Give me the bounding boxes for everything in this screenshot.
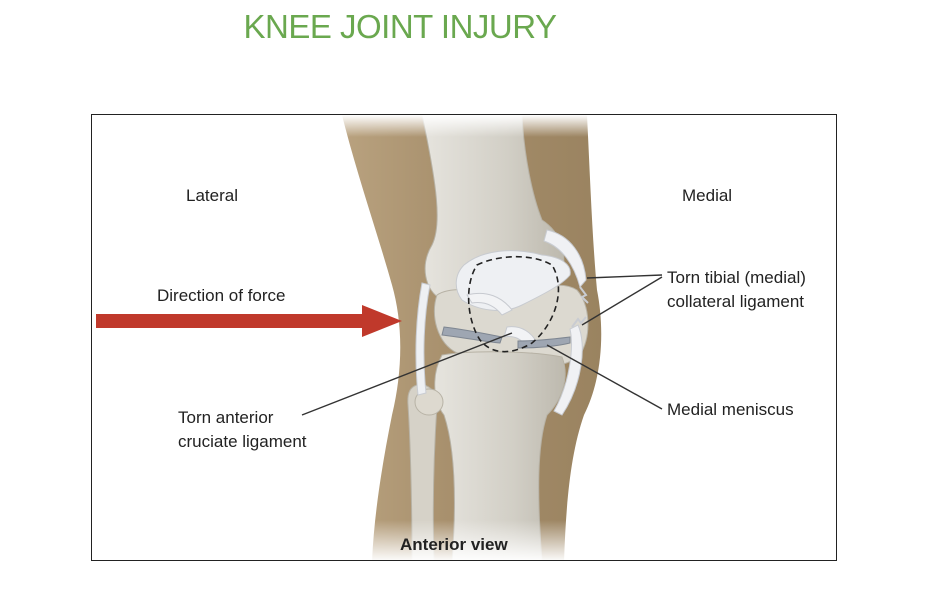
label-medial-meniscus: Medial meniscus [667,400,794,419]
label-torn-anterior-line2: cruciate ligament [178,432,307,451]
page-title: KNEE JOINT INJURY [243,8,557,45]
label-anterior-view: Anterior view [400,535,508,554]
leader-torn-tibial-upper [586,274,663,279]
leader-medial-meniscus [546,344,663,410]
medial-collateral-ligament-upper [543,229,587,289]
medial-meniscus [517,336,571,349]
label-torn-tibial-line2: collateral ligament [667,292,805,311]
medial-collateral-ligament-lower [553,324,583,416]
tibia-bone [434,351,566,560]
label-lateral: Lateral [186,186,238,205]
knee-illustration [96,115,663,560]
leader-torn-tibial-lower [581,276,663,326]
label-torn-anterior-line1: Torn anterior [178,408,274,427]
torn-acl-upper [466,292,513,316]
lateral-collateral-ligament [415,282,431,396]
fibular-head [414,388,444,416]
label-torn-tibial-line1: Torn tibial (medial) [667,268,806,287]
lateral-meniscus [441,326,503,344]
leader-torn-anterior [301,332,513,416]
knee-diagram-frame: Lateral Medial Direction of force Torn t… [91,114,837,561]
intercondylar-dashed-outline [467,255,560,353]
mcl-frayed-ends [571,286,589,328]
label-direction-of-force: Direction of force [157,286,286,305]
label-medial: Medial [682,186,733,205]
force-arrow [96,305,402,337]
